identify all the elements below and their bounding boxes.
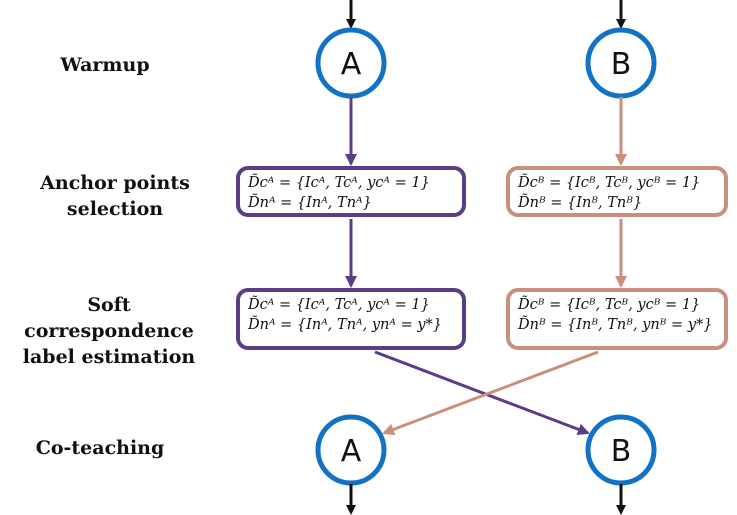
anchor-a-noisy-formula: D̃nᴬ = {Inᴬ, Tnᴬ}	[248, 195, 372, 211]
node-top-b: B	[585, 27, 657, 99]
arrow-a-to-bottom-b	[374, 350, 590, 436]
anchor-box-b: D̃cᴮ = {Icᴮ, Tcᴮ, ycᴮ = 1} D̃nᴮ = {Inᴮ, …	[506, 166, 728, 217]
stage-warmup-text: Warmup	[60, 54, 150, 76]
anchor-b-noisy-formula: D̃nᴮ = {Inᴮ, Tnᴮ}	[518, 195, 643, 211]
soft-box-b: D̃cᴮ = {Icᴮ, Tcᴮ, ycᴮ = 1} D̃nᴮ = {Inᴮ, …	[506, 288, 728, 350]
arrow-b-to-bottom-a	[382, 350, 599, 436]
stage-anchor-line1: Anchor points	[40, 172, 190, 194]
stage-anchor-line2: selection	[66, 198, 164, 220]
stage-label-warmup: Warmup	[40, 52, 170, 78]
stage-label-co-teaching: Co-teaching	[20, 435, 180, 461]
node-bottom-a: A	[315, 414, 387, 486]
stage-soft-line2: label estimation	[22, 346, 196, 368]
soft-box-a: D̃cᴬ = {Icᴬ, Tcᴬ, ycᴬ = 1} D̃nᴬ = {Inᴬ, …	[236, 288, 466, 350]
node-bottom-b: B	[585, 414, 657, 486]
anchor-box-a: D̃cᴬ = {Icᴬ, Tcᴬ, ycᴬ = 1} D̃nᴬ = {Inᴬ, …	[236, 166, 466, 217]
stage-soft-line1: Soft correspondence	[24, 294, 194, 342]
anchor-b-clean-formula: D̃cᴮ = {Icᴮ, Tcᴮ, ycᴮ = 1}	[518, 175, 701, 191]
anchor-a-clean-formula: D̃cᴬ = {Icᴬ, Tcᴬ, ycᴬ = 1}	[248, 175, 430, 191]
soft-b-clean-formula: D̃cᴮ = {Icᴮ, Tcᴮ, ycᴮ = 1}	[518, 297, 701, 313]
soft-a-clean-formula: D̃cᴬ = {Icᴬ, Tcᴬ, ycᴬ = 1}	[248, 297, 430, 313]
soft-a-noisy-formula: D̃nᴬ = {Inᴬ, Tnᴬ, ynᴬ = y*}	[248, 317, 443, 333]
node-top-a: A	[315, 27, 387, 99]
node-bottom-a-label: A	[341, 434, 362, 469]
node-bottom-b-label: B	[611, 434, 632, 469]
stage-coteaching-text: Co-teaching	[35, 437, 165, 459]
stage-label-soft-correspondence: Soft correspondence label estimation	[0, 292, 218, 370]
node-top-b-label: B	[611, 47, 632, 82]
node-top-a-label: A	[341, 47, 362, 82]
stage-label-anchor-points: Anchor points selection	[10, 170, 220, 222]
soft-b-noisy-formula: D̃nᴮ = {Inᴮ, Tnᴮ, ynᴮ = y*}	[518, 317, 713, 333]
